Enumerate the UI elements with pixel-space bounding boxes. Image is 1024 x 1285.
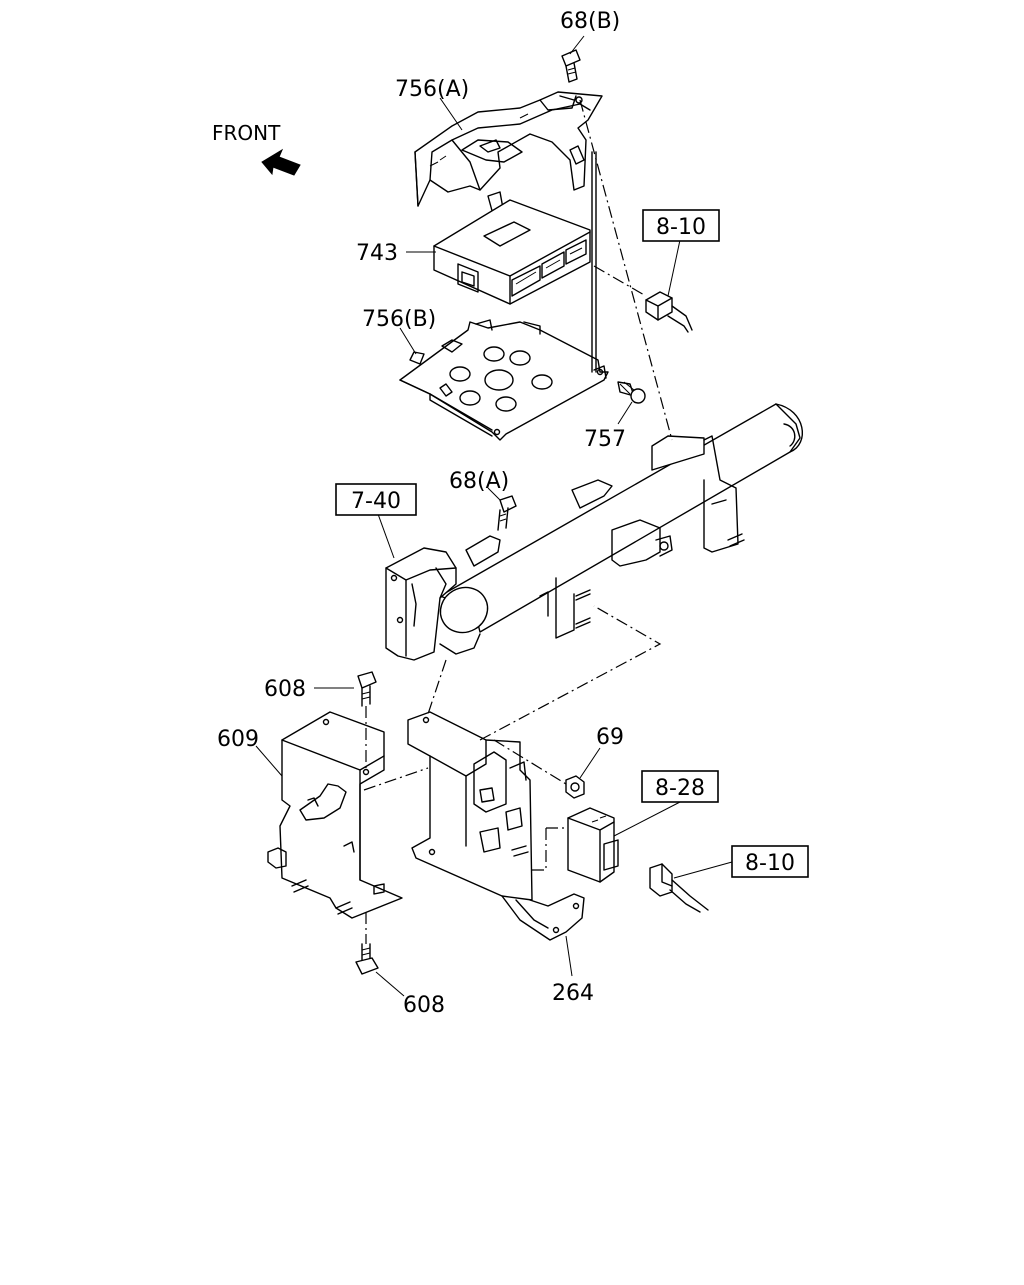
leader-608-bottom xyxy=(375,971,405,997)
callout-68b: 68(B) xyxy=(560,9,620,34)
ref-8-10-top-label: 8-10 xyxy=(656,215,706,240)
assembly-line-beam-bracket xyxy=(427,659,447,715)
callout-743: 743 xyxy=(356,241,398,266)
assembly-line-8-28 xyxy=(530,827,566,871)
callout-69: 69 xyxy=(596,725,624,750)
ref-8-10-bottom-label: 8-10 xyxy=(745,851,795,876)
assembly-line-609-264 xyxy=(363,767,429,791)
callout-756b: 756(B) xyxy=(362,307,436,332)
leader-69 xyxy=(579,747,601,779)
screw-608-bottom xyxy=(355,943,379,975)
screw-608-top xyxy=(357,671,377,707)
control-unit-743 xyxy=(433,199,591,305)
ref-box-8-10-top: 8-10 xyxy=(642,209,720,242)
leader-756a xyxy=(439,97,463,131)
bracket-264 xyxy=(407,711,585,941)
screw-68a xyxy=(497,495,517,531)
callout-68a: 68(A) xyxy=(449,469,509,494)
leader-68b xyxy=(569,35,585,55)
callout-264: 264 xyxy=(552,981,594,1006)
cross-car-beam xyxy=(439,403,804,634)
leader-8-10-top xyxy=(667,239,681,297)
ref-8-28-label: 8-28 xyxy=(655,776,705,801)
assembly-line-69 xyxy=(493,739,567,785)
screw-68b xyxy=(561,49,581,83)
front-arrow-icon xyxy=(261,148,301,176)
leader-757 xyxy=(617,401,633,425)
bracket-7-40-part xyxy=(385,547,481,661)
upper-bracket-756a xyxy=(414,91,603,219)
callout-609: 609 xyxy=(217,727,259,752)
ref-7-40-label: 7-40 xyxy=(351,489,401,514)
assembly-line-beam-link xyxy=(479,605,662,741)
leader-264 xyxy=(565,935,573,977)
callout-756a: 756(A) xyxy=(395,77,469,102)
screw-757 xyxy=(617,381,646,404)
callout-608-bottom: 608 xyxy=(403,993,445,1018)
connector-lower xyxy=(649,863,709,913)
ref-box-8-28: 8-28 xyxy=(641,770,719,803)
ref-box-7-40: 7-40 xyxy=(335,483,417,516)
leader-68a xyxy=(487,487,501,501)
ref-box-8-10-bottom: 8-10 xyxy=(731,845,809,878)
module-8-28 xyxy=(567,807,619,883)
connector-upper xyxy=(645,291,693,333)
callout-608-top: 608 xyxy=(264,677,306,702)
leader-756b xyxy=(399,327,417,355)
beam-clip xyxy=(465,535,501,567)
beam-brackets-right xyxy=(539,435,745,639)
callout-757: 757 xyxy=(584,427,626,452)
leader-8-10-bottom xyxy=(673,861,733,879)
front-label: FRONT xyxy=(212,121,281,145)
assembly-line-68b xyxy=(579,99,673,441)
bracket-609 xyxy=(267,711,403,919)
leader-8-28 xyxy=(613,801,681,837)
nut-69 xyxy=(565,775,585,799)
leader-609 xyxy=(255,745,283,777)
leader-7-40 xyxy=(377,513,395,559)
assembly-line-743-connector xyxy=(593,265,647,297)
lower-bracket-756b xyxy=(399,151,609,441)
